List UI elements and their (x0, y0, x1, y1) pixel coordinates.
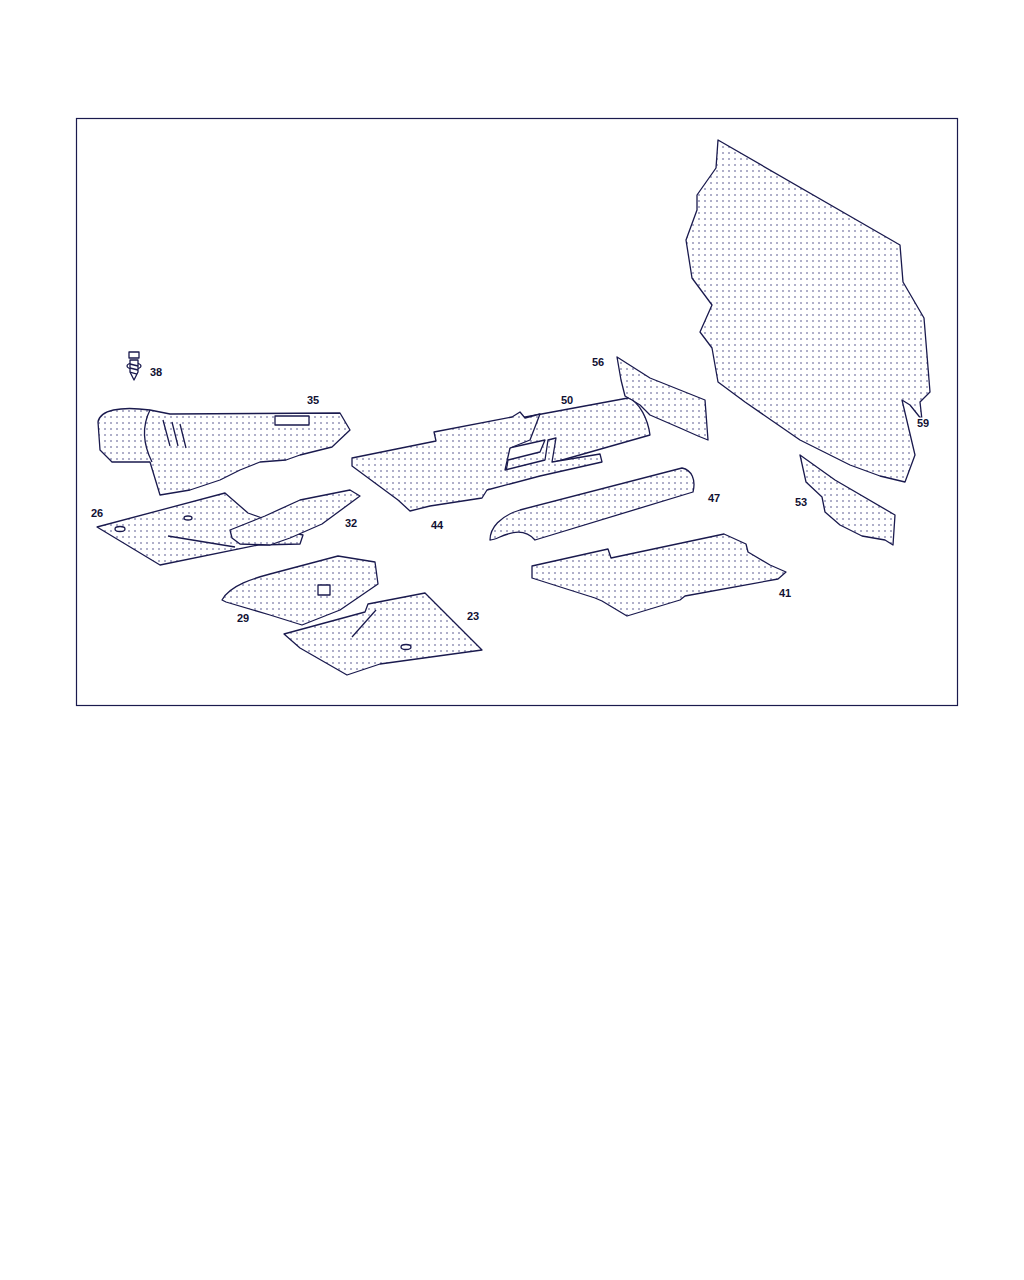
callout-number: 38 (149, 367, 163, 378)
floor-mat (284, 593, 482, 675)
callout-number: 32 (344, 518, 358, 529)
callout-number: 29 (236, 613, 250, 624)
callout-number: 53 (794, 497, 808, 508)
callout-number: 50 (560, 395, 574, 406)
tunnel-mat (230, 490, 360, 545)
frame (77, 119, 958, 706)
callout-number: 44 (430, 520, 444, 531)
screw-symbol (127, 352, 141, 380)
side-panel (800, 455, 895, 545)
tunnel-cover (490, 468, 694, 540)
callout-number: 23 (466, 611, 480, 622)
callout-number: 35 (306, 395, 320, 406)
floor-mat (532, 534, 786, 616)
rear-panel (686, 140, 930, 482)
callout-number: 47 (707, 493, 721, 504)
callout-number: 56 (591, 357, 605, 368)
bulkhead-mat (98, 409, 350, 496)
floor-mat (352, 412, 602, 511)
callout-number: 59 (916, 418, 930, 429)
callout-number: 26 (90, 508, 104, 519)
callout-number: 41 (778, 588, 792, 599)
